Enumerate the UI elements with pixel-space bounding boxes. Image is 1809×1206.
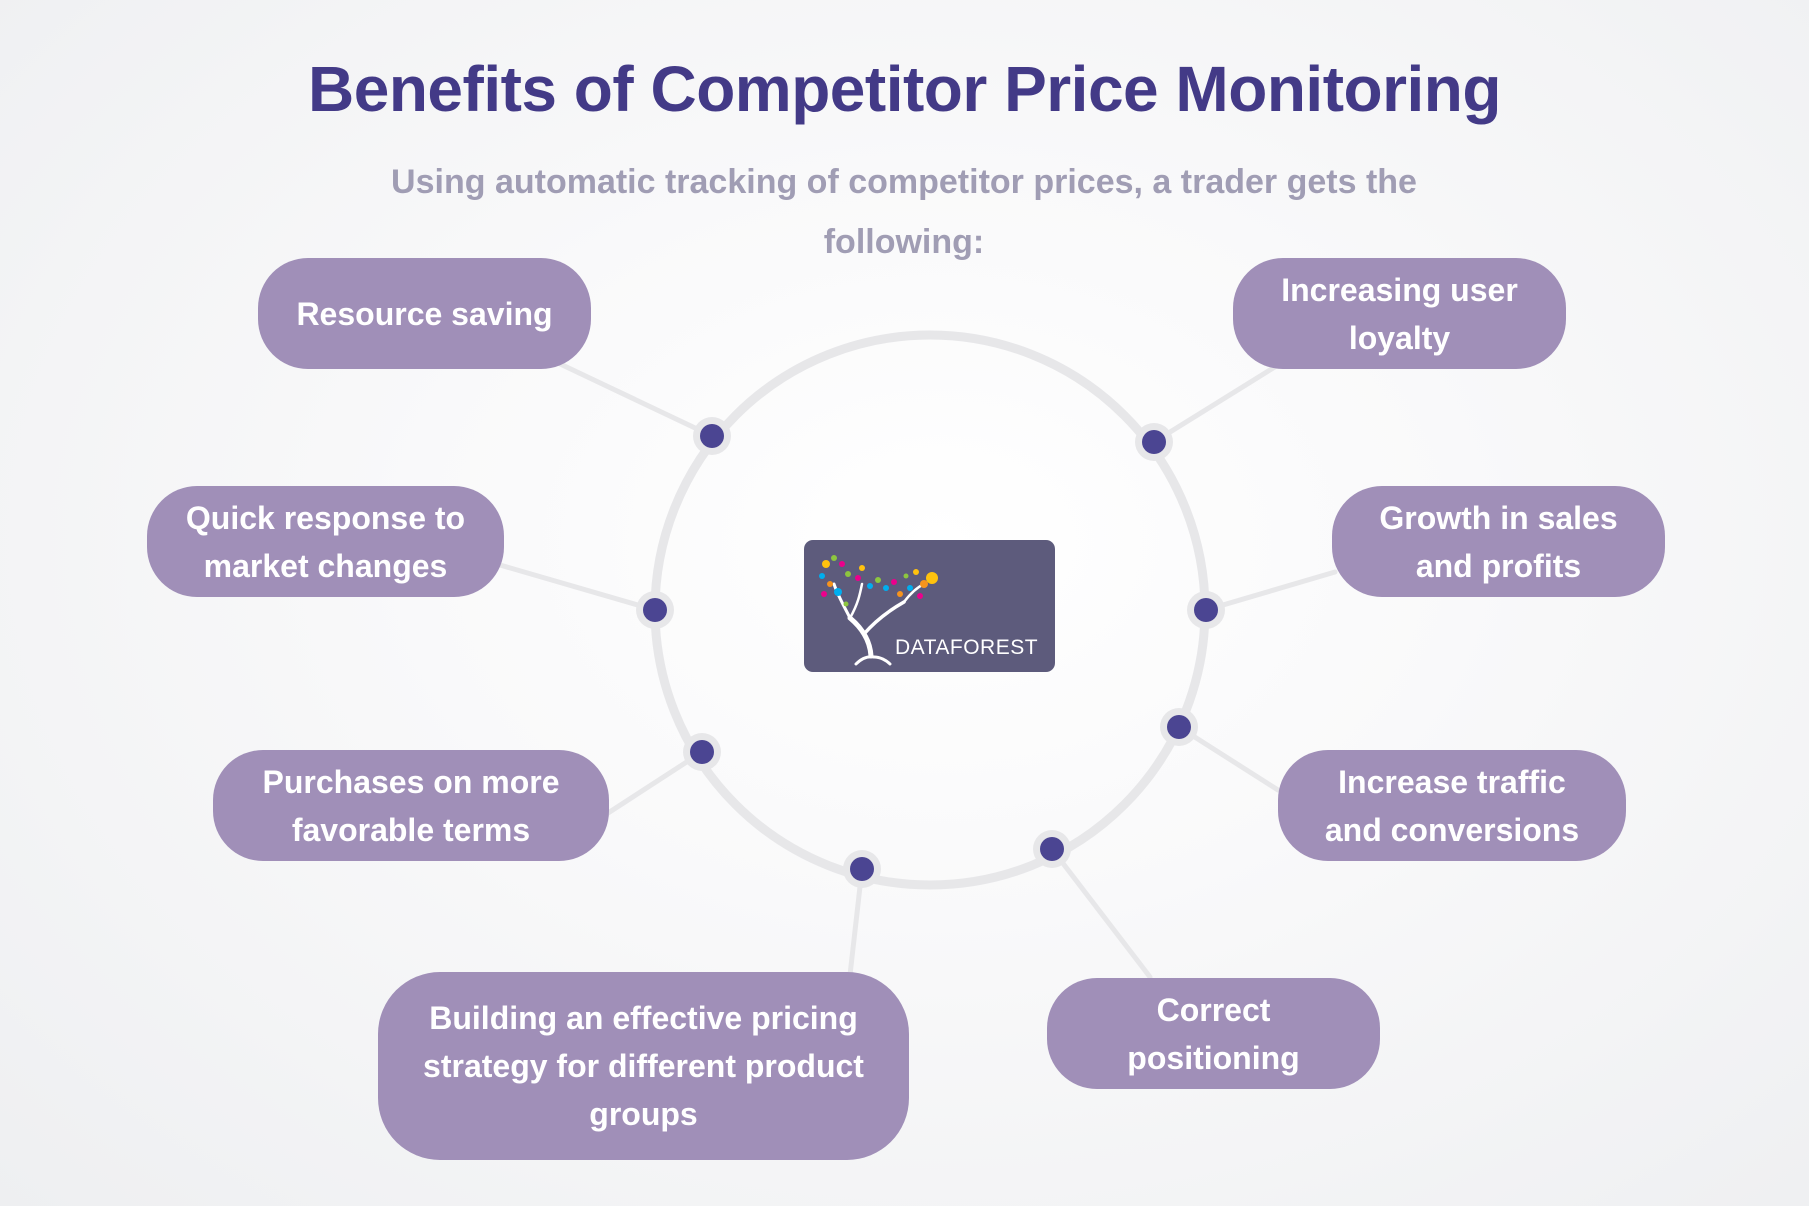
- benefit-pricing-strategy: Building an effective pricing strategy f…: [378, 972, 909, 1160]
- connector-line: [1049, 846, 1153, 980]
- connector-line: [1176, 724, 1281, 793]
- page-subtitle: Using automatic tracking of competitor p…: [391, 163, 1417, 261]
- connector-line: [602, 749, 705, 818]
- benefit-correct-positioning: Correct positioning: [1047, 978, 1380, 1089]
- node-dot: [636, 591, 674, 629]
- connector-nodes: [636, 417, 1225, 888]
- benefit-favorable-purchases: Purchases on more favorable terms: [213, 750, 609, 861]
- node-dot: [1033, 830, 1071, 868]
- node-dot: [693, 417, 731, 455]
- benefit-resource-saving: Resource saving: [258, 258, 591, 369]
- node-dot: [1187, 591, 1225, 629]
- connector-line: [1151, 362, 1281, 445]
- connector-line: [553, 359, 715, 439]
- node-dot: [843, 850, 881, 888]
- dataforest-logo: DATAFOREST: [804, 540, 1055, 672]
- benefit-quick-response: Quick response to market changes: [147, 486, 504, 597]
- benefit-user-loyalty: Increasing user loyalty: [1233, 258, 1566, 369]
- node-dot: [1135, 423, 1173, 461]
- benefit-sales-growth: Growth in sales and profits: [1332, 486, 1665, 597]
- node-dot: [1160, 708, 1198, 746]
- connector-line: [1203, 569, 1338, 613]
- connector-line: [497, 562, 658, 613]
- logo-wordmark: DATAFOREST: [895, 636, 1039, 659]
- page-title: Benefits of Competitor Price Monitoring: [308, 53, 1501, 125]
- tree-icon: [819, 555, 938, 666]
- benefit-traffic-conversions: Increase traffic and conversions: [1278, 750, 1626, 861]
- node-dot: [683, 733, 721, 771]
